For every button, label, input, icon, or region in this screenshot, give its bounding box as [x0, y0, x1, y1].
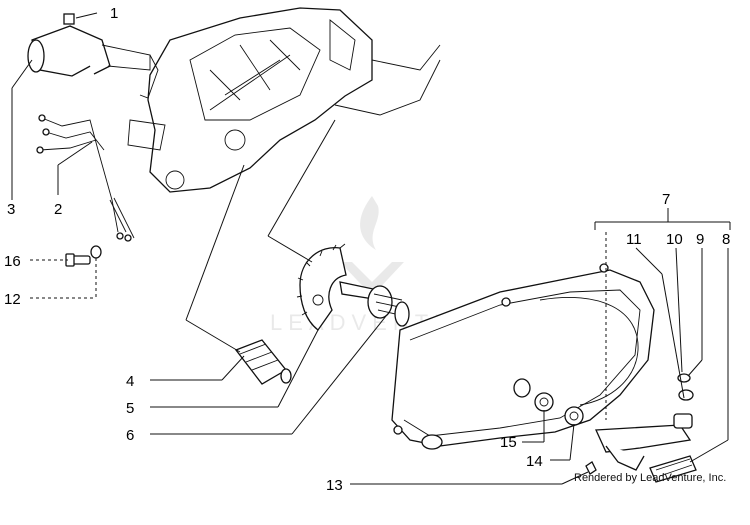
kick-lever-assembly: [585, 373, 697, 483]
callout-9: 9: [696, 231, 704, 248]
bolt-and-washer: [65, 245, 102, 267]
callout-3: 3: [7, 201, 15, 218]
wiring-harness: [36, 114, 135, 242]
return-spring: [367, 285, 410, 327]
render-credit: Rendered by LeadVenture, Inc.: [574, 472, 727, 484]
leader-lines: [11, 12, 731, 485]
callout-labels: 1 2 3 16 12 4 5 6 7 11 10 9 8 15 14 13: [4, 5, 730, 494]
callout-7: 7: [662, 191, 670, 208]
callout-2: 2: [54, 201, 62, 218]
transmission-cover: [391, 263, 655, 450]
callout-11: 11: [626, 231, 642, 248]
callout-8: 8: [722, 231, 730, 248]
starter-bendix: [234, 339, 292, 385]
callout-13: 13: [326, 477, 343, 494]
callout-4: 4: [126, 373, 134, 390]
callout-1: 1: [110, 5, 118, 22]
callout-16: 16: [4, 253, 21, 270]
callout-14: 14: [526, 453, 543, 470]
callout-12: 12: [4, 291, 21, 308]
starter-motor: [27, 13, 159, 99]
callout-15: 15: [500, 434, 517, 451]
callout-5: 5: [126, 400, 134, 417]
callout-6: 6: [126, 427, 134, 444]
crankcase: [127, 7, 441, 193]
callout-10: 10: [666, 231, 683, 248]
